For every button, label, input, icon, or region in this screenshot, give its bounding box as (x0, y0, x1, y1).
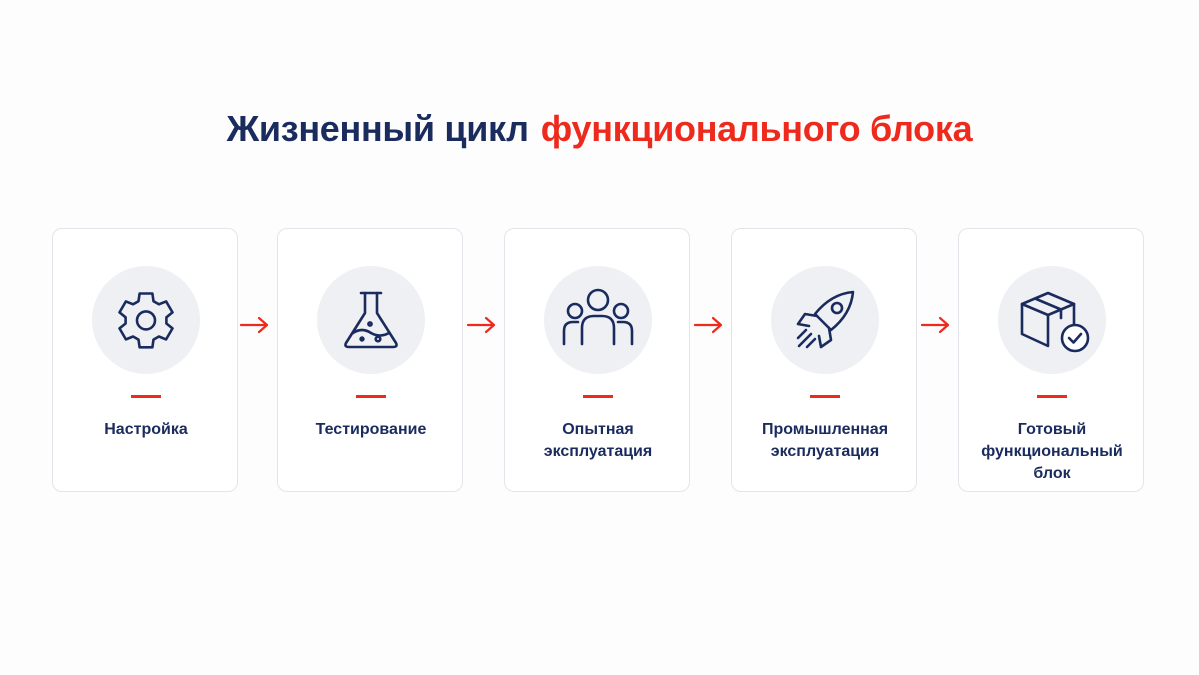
icon-circle (771, 266, 879, 374)
arrow-right-icon (466, 316, 496, 334)
step-label: Тестирование (282, 419, 460, 441)
step-label: Настройка (57, 419, 235, 441)
step-card-testing: Тестирование (277, 228, 463, 492)
step-divider (131, 395, 161, 398)
step-label: Промышленная эксплуатация (736, 419, 914, 463)
step-label-line-1: Тестирование (315, 421, 427, 438)
step-divider (810, 395, 840, 398)
flask-icon (344, 291, 398, 349)
step-label: Готовый функциональный блок (963, 419, 1141, 485)
people-icon (562, 288, 634, 346)
step-label-line-1: Промышленная (761, 421, 889, 438)
rocket-icon (796, 290, 855, 349)
step-divider (583, 395, 613, 398)
step-card-pilot: Опытная эксплуатация (504, 228, 690, 492)
arrow-right-icon (693, 316, 723, 334)
step-label-line-2: эксплуатация (770, 443, 880, 460)
icon-circle (544, 266, 652, 374)
step-label-line-2: функциональный блок (981, 443, 1123, 482)
icon-circle (998, 266, 1106, 374)
step-divider (356, 395, 386, 398)
icon-circle (317, 266, 425, 374)
box-check-icon (1020, 291, 1090, 353)
step-card-production: Промышленная эксплуатация (731, 228, 917, 492)
gear-icon (118, 292, 174, 349)
icon-circle (92, 266, 200, 374)
step-card-ready: Готовый функциональный блок (958, 228, 1144, 492)
step-label-line-2: эксплуатация (543, 443, 653, 460)
arrow-right-icon (920, 316, 950, 334)
step-label: Опытная эксплуатация (509, 419, 687, 463)
step-divider (1037, 395, 1067, 398)
step-card-setup: Настройка (52, 228, 238, 492)
page-title: Жизненный цикл функционального блока (0, 108, 1199, 150)
step-label-line-1: Опытная (562, 421, 634, 438)
step-label-line-1: Настройка (104, 421, 188, 438)
title-part-2: функционального блока (540, 108, 973, 149)
arrow-right-icon (239, 316, 269, 334)
step-label-line-1: Готовый (1017, 421, 1087, 438)
title-part-1: Жизненный цикл (226, 108, 529, 149)
